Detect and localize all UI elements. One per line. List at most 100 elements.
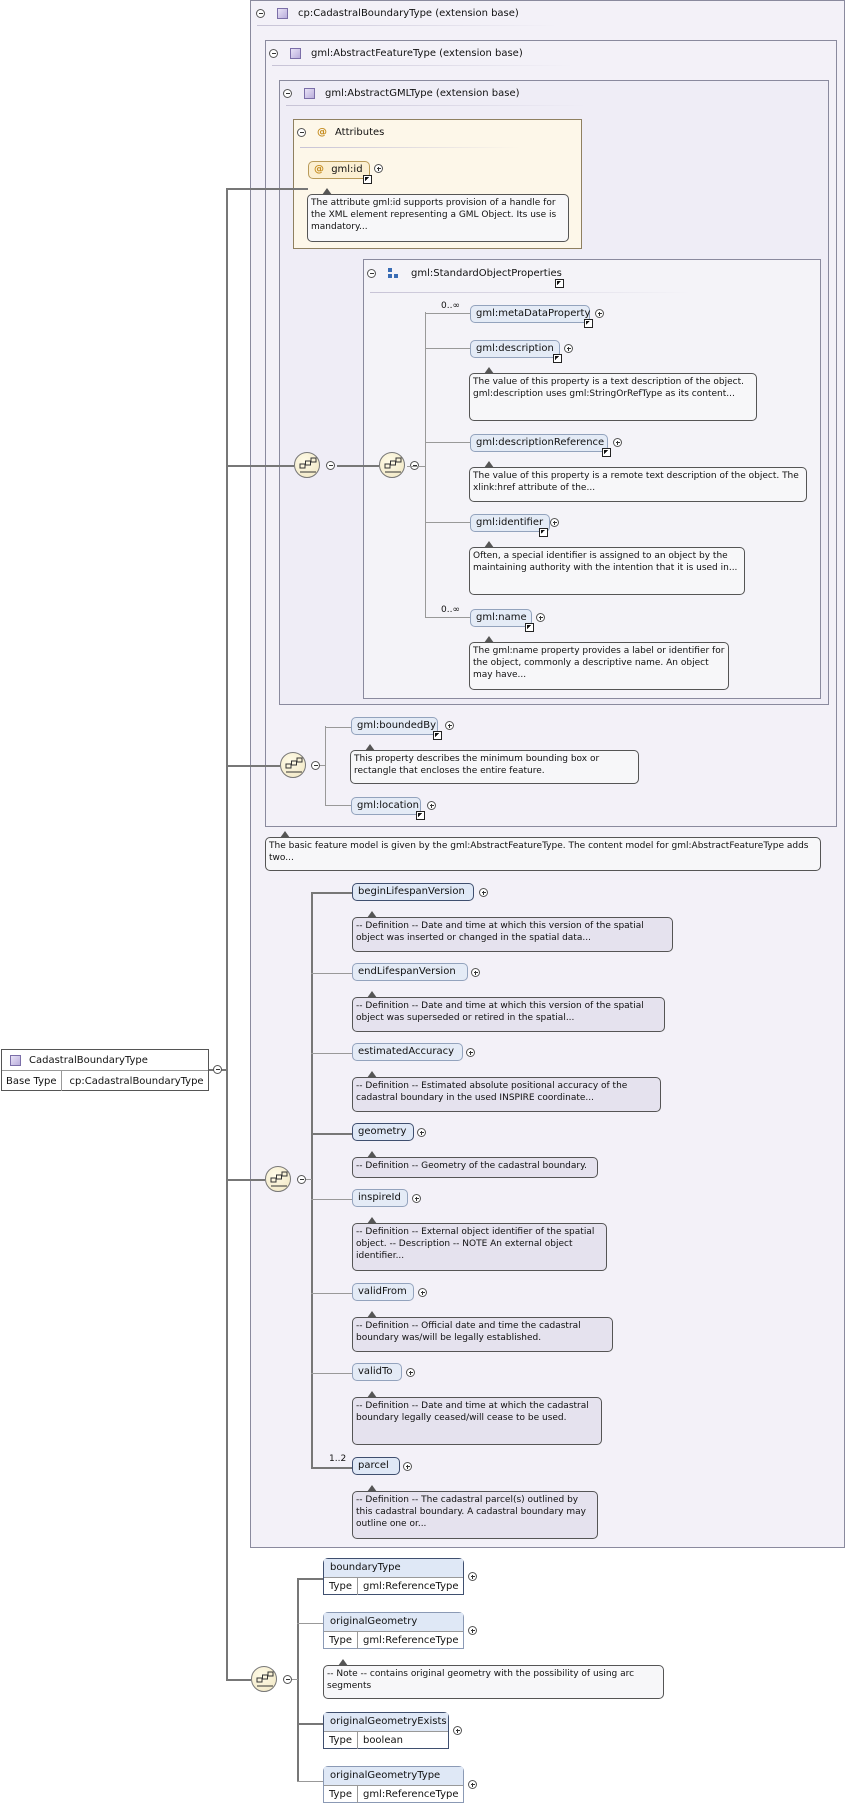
- tree-line: [297, 1781, 323, 1782]
- collapse-icon[interactable]: [410, 461, 419, 470]
- tree-line: [226, 188, 308, 190]
- expand-icon[interactable]: [479, 888, 488, 897]
- type-value: gml:ReferenceType: [362, 1635, 459, 1646]
- root-type-name: CadastralBoundaryType: [29, 1054, 148, 1066]
- element-label: gml:location: [357, 800, 419, 811]
- attribute-gml-id-note: The attribute gml:id supports provision …: [307, 188, 569, 242]
- element-geometry[interactable]: geometry: [352, 1123, 414, 1141]
- reference-arrow-icon: [539, 528, 548, 537]
- tree-line: [297, 1623, 323, 1624]
- element-label: gml:description: [476, 343, 554, 354]
- expand-icon[interactable]: [468, 1780, 477, 1789]
- expand-icon[interactable]: [412, 1194, 421, 1203]
- element-endlifespanversion[interactable]: endLifespanVersion: [352, 963, 468, 981]
- type-value: gml:ReferenceType: [362, 1581, 459, 1592]
- element-validto[interactable]: validTo: [352, 1363, 402, 1381]
- sequence-compositor-icon[interactable]: [379, 452, 405, 478]
- element-beginlifespanversion[interactable]: beginLifespanVersion: [352, 883, 474, 901]
- expand-icon[interactable]: [466, 1048, 475, 1057]
- collapse-icon[interactable]: [256, 9, 265, 18]
- element-gml-location[interactable]: gml:location: [351, 797, 421, 815]
- sequence-compositor-icon[interactable]: [294, 452, 320, 478]
- element-label: geometry: [358, 1126, 407, 1137]
- element-gml-name[interactable]: gml:name: [470, 609, 532, 627]
- collapse-icon[interactable]: [283, 1675, 292, 1684]
- divider: [286, 105, 586, 106]
- expand-icon[interactable]: [445, 721, 454, 730]
- tree-line: [425, 442, 470, 443]
- element-estimatedaccuracy-note: -- Definition -- Estimated absolute posi…: [352, 1071, 661, 1112]
- element-validfrom[interactable]: validFrom: [352, 1283, 414, 1301]
- attribute-gml-id[interactable]: @ gml:id: [308, 161, 370, 179]
- tree-line: [311, 892, 352, 894]
- expand-icon[interactable]: [374, 164, 383, 173]
- element-estimatedaccuracy[interactable]: estimatedAccuracy: [352, 1043, 463, 1061]
- tree-line: [425, 312, 426, 618]
- element-inspireid[interactable]: inspireId: [352, 1189, 408, 1207]
- tree-line: [337, 465, 379, 467]
- element-originalgeometry-note: -- Note -- contains original geometry wi…: [323, 1659, 664, 1699]
- tree-line: [425, 522, 470, 523]
- expand-icon[interactable]: [536, 613, 545, 622]
- type-label: Type: [324, 1578, 358, 1595]
- reference-arrow-icon: [363, 175, 372, 184]
- base-type-label: Base Type: [2, 1071, 62, 1091]
- element-parcel[interactable]: parcel: [352, 1457, 400, 1475]
- collapse-icon[interactable]: [297, 1175, 306, 1184]
- element-validfrom-note: -- Definition -- Official date and time …: [352, 1311, 613, 1352]
- expand-icon[interactable]: [550, 518, 559, 527]
- expand-icon[interactable]: [417, 1128, 426, 1137]
- sequence-compositor-icon[interactable]: [280, 752, 306, 778]
- reference-arrow-icon: [584, 319, 593, 328]
- tree-line: [425, 348, 470, 349]
- tree-line: [311, 973, 352, 974]
- collapse-icon[interactable]: [311, 761, 320, 770]
- element-gml-descriptionreference[interactable]: gml:descriptionReference: [470, 434, 608, 452]
- outer-extension-title: cp:CadastralBoundaryType (extension base…: [298, 8, 519, 19]
- element-gml-metadataproperty[interactable]: gml:metaDataProperty: [470, 305, 590, 323]
- expand-icon[interactable]: [471, 968, 480, 977]
- element-validto-note: -- Definition -- Date and time at which …: [352, 1391, 602, 1445]
- root-type-box[interactable]: CadastralBoundaryType Base Type cp:Cadas…: [1, 1049, 209, 1091]
- attribute-gml-id-label: gml:id: [331, 164, 363, 175]
- tree-line: [297, 1578, 299, 1782]
- expand-icon[interactable]: [453, 1726, 462, 1735]
- tree-line: [325, 726, 326, 806]
- expand-icon[interactable]: [403, 1462, 412, 1471]
- collapse-icon[interactable]: [297, 128, 306, 137]
- collapse-icon[interactable]: [269, 49, 278, 58]
- complex-type-icon: [304, 88, 315, 99]
- group-icon: [388, 268, 398, 278]
- sequence-compositor-icon[interactable]: [251, 1666, 277, 1692]
- element-label: originalGeometry: [324, 1613, 463, 1632]
- element-gml-description[interactable]: gml:description: [470, 340, 560, 358]
- element-geometry-note: -- Definition -- Geometry of the cadastr…: [352, 1151, 598, 1178]
- element-gml-identifier[interactable]: gml:identifier: [470, 514, 550, 532]
- cardinality-label: 0..∞: [441, 605, 460, 615]
- collapse-icon[interactable]: [326, 461, 335, 470]
- expand-icon[interactable]: [613, 438, 622, 447]
- expand-icon[interactable]: [468, 1626, 477, 1635]
- element-gml-boundedby[interactable]: gml:boundedBy: [351, 717, 438, 735]
- expand-icon[interactable]: [406, 1368, 415, 1377]
- type-value: gml:ReferenceType: [362, 1789, 459, 1800]
- tree-line: [320, 765, 326, 766]
- expand-icon[interactable]: [564, 344, 573, 353]
- tree-line: [311, 1373, 352, 1374]
- type-label: Type: [324, 1732, 358, 1749]
- expand-icon[interactable]: [427, 801, 436, 810]
- element-gml-descriptionreference-note: The value of this property is a remote t…: [469, 461, 807, 502]
- expand-icon[interactable]: [595, 309, 604, 318]
- expand-icon[interactable]: [468, 1572, 477, 1581]
- collapse-icon[interactable]: [213, 1065, 222, 1074]
- collapse-icon[interactable]: [367, 268, 376, 278]
- cardinality-label: 0..∞: [441, 301, 460, 311]
- sequence-compositor-icon[interactable]: [265, 1166, 291, 1192]
- collapse-icon[interactable]: [283, 89, 292, 98]
- element-inspireid-note: -- Definition -- External object identif…: [352, 1217, 607, 1271]
- expand-icon[interactable]: [418, 1288, 427, 1297]
